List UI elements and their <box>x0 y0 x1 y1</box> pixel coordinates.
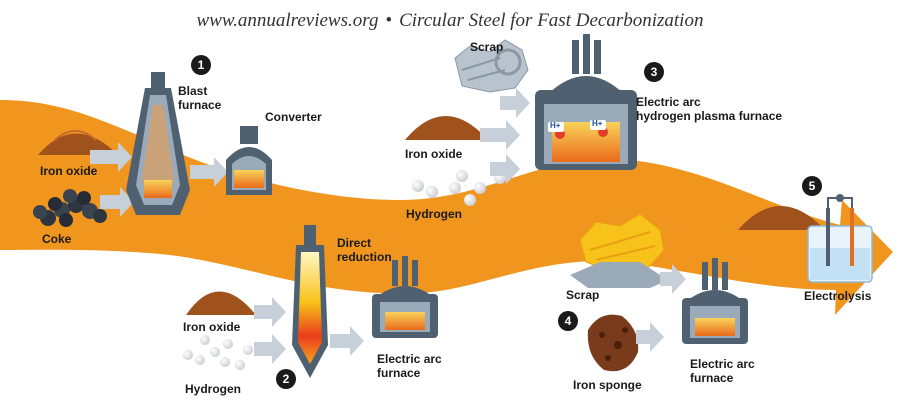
iron-sponge <box>587 314 639 372</box>
step-badge-3: 3 <box>644 62 664 82</box>
label-iron-oxide-2: Iron oxide <box>183 320 241 334</box>
feed-arrow-iron-sponge <box>636 322 664 352</box>
arrow-to-eaf-2 <box>330 326 364 356</box>
label-scrap-4: Scrap <box>566 288 600 302</box>
blast-furnace <box>126 72 190 215</box>
electric-arc-furnace-2 <box>372 256 438 338</box>
coke-pile <box>33 189 107 227</box>
feed-arrow-iron-oxide-2 <box>254 297 286 327</box>
label-eaf-4: Electric arc furnace <box>690 357 755 385</box>
iron-oxide-pile-2 <box>186 291 256 315</box>
hydrogen-molecules-2 <box>183 335 253 370</box>
h-plus-label-1: H+ <box>550 121 561 130</box>
electric-arc-furnace-4 <box>682 258 748 344</box>
label-eaf-2: Electric arc furnace <box>377 352 442 380</box>
feed-arrow-scrap-4 <box>660 264 686 294</box>
label-iron-oxide-1: Iron oxide <box>40 164 98 178</box>
label-iron-sponge: Iron sponge <box>573 378 642 392</box>
label-hydrogen-2: Hydrogen <box>185 382 242 396</box>
iron-oxide-pile-5 <box>738 206 825 230</box>
label-converter: Converter <box>265 110 322 124</box>
label-scrap-3: Scrap <box>470 40 504 54</box>
arrow-to-converter <box>190 157 228 187</box>
converter <box>226 126 272 195</box>
label-electrolysis: Electrolysis <box>804 289 872 303</box>
feed-arrow-iron-oxide-1 <box>90 142 132 172</box>
step-badge-2: 2 <box>276 369 296 389</box>
h-plus-label-2: H+ <box>592 119 603 128</box>
site-url: www.annualreviews.org <box>196 10 379 31</box>
feed-arrow-hydrogen-2 <box>254 334 286 364</box>
label-eaf-hydrogen-plasma: Electric arc hydrogen plasma furnace <box>636 95 783 123</box>
header-title: Circular Steel for Fast Decarbonization <box>399 10 704 31</box>
page-header: www.annualreviews.org • Circular Steel for… <box>0 10 900 32</box>
step-badge-1: 1 <box>191 55 211 75</box>
feed-arrow-coke <box>100 187 134 217</box>
step-badge-5: 5 <box>802 176 822 196</box>
iron-oxide-pile-3 <box>405 116 488 140</box>
label-iron-oxide-3: Iron oxide <box>405 147 463 161</box>
feed-arrow-hydrogen-3 <box>490 154 520 184</box>
electric-arc-hydrogen-plasma-furnace <box>535 34 637 170</box>
label-hydrogen-3: Hydrogen <box>406 207 463 221</box>
label-direct-reduction: Direct reduction <box>337 236 392 264</box>
label-coke: Coke <box>42 232 72 246</box>
feed-arrow-scrap-3 <box>500 88 530 118</box>
scrap-pile-3 <box>454 39 529 93</box>
direct-reduction-shaft <box>292 225 328 378</box>
step-badge-4: 4 <box>558 311 578 331</box>
label-blast-furnace: Blast furnace <box>178 84 222 112</box>
iron-oxide-pile-1 <box>38 130 118 155</box>
scrap-pile-4 <box>570 213 668 288</box>
header-separator: • <box>385 10 393 31</box>
feed-arrow-iron-oxide-3 <box>480 120 520 150</box>
electrolysis-cell <box>807 194 873 283</box>
process-flow-band <box>0 100 893 315</box>
